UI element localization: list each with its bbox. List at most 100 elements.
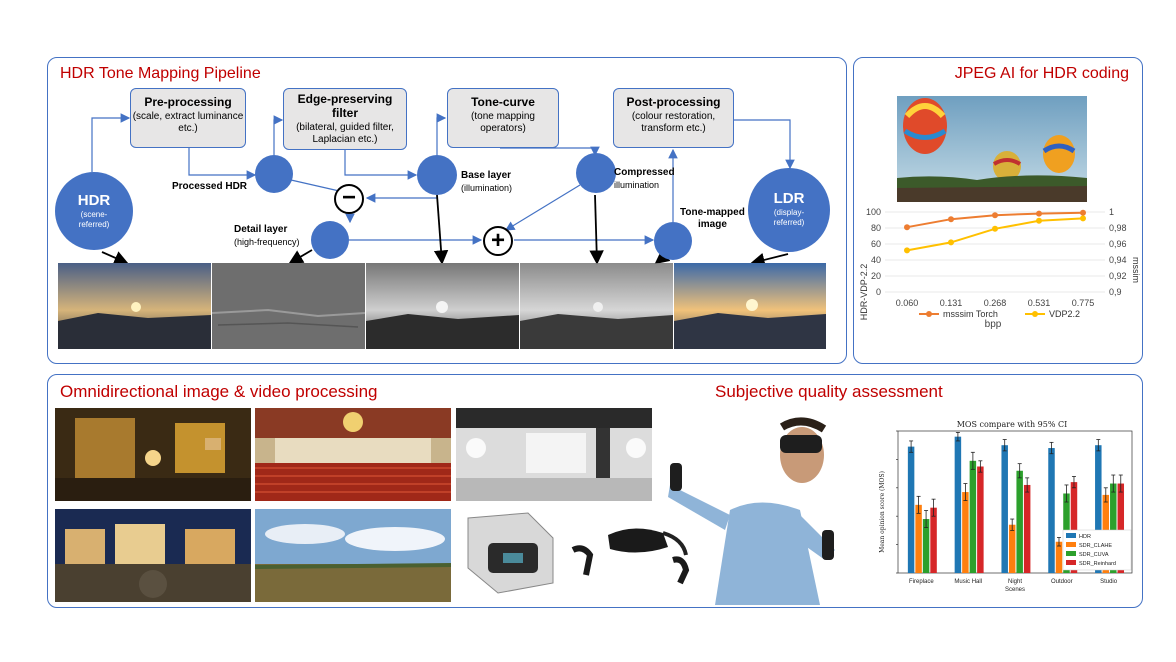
postprocessing-box: Post-processing (colour restoration, tra…	[613, 88, 734, 148]
jpeg-legend-vdp: VDP2.2	[1049, 309, 1080, 319]
jpeg-point	[948, 239, 954, 246]
ldr-node: LDR (display-referred)	[748, 168, 830, 252]
mos-category-label: Night	[1008, 579, 1022, 585]
detail-layer-title: Detail layer	[234, 224, 288, 235]
tonemapped-node	[654, 222, 692, 260]
postprocessing-title: Post-processing	[626, 95, 721, 109]
mos-chart: MOS compare with 95% CI Mean opinion sco…	[876, 417, 1136, 600]
mos-bar	[907, 446, 915, 573]
mos-legend-label: SDR_CUVA	[1079, 552, 1109, 558]
mos-category-label: Fireplace	[909, 579, 934, 585]
mos-bar	[1016, 470, 1023, 573]
base-layer-node	[417, 155, 457, 195]
mos-category-label: Scenes	[1005, 587, 1025, 593]
pipeline-image-strip	[58, 263, 826, 349]
mos-bar	[930, 507, 937, 573]
jpeg-y2tick: 1	[1109, 207, 1114, 217]
mos-bar	[1001, 445, 1008, 573]
base-layer-label: Base layer (illumination)	[461, 170, 512, 195]
jpeg-legend-msssim: msssim Torch	[943, 309, 998, 319]
plus-operator: +	[483, 226, 513, 256]
compressed-node	[576, 153, 616, 193]
tonemapped-label: Tone-mapped image	[680, 207, 745, 231]
jpeg-point	[904, 247, 910, 254]
jpeg-point	[1080, 209, 1086, 216]
jpeg-point	[1080, 215, 1086, 222]
vr-user-photo	[660, 405, 860, 605]
base-layer-title: Base layer	[461, 170, 512, 181]
mos-category-label: Music Hall	[954, 579, 982, 585]
detail-photo	[212, 263, 365, 349]
hdr-node: HDR (scene-referred)	[55, 172, 133, 250]
mos-category-label: Outdoor	[1051, 579, 1073, 585]
vr-headset-photo	[568, 515, 698, 585]
tone-curve-sub: (tone mapping operators)	[471, 111, 535, 134]
jpeg-ytick: 100	[866, 207, 881, 217]
jpeg-point	[992, 225, 998, 232]
mos-legend-label: SDR_CLAHE	[1079, 543, 1112, 549]
hdr-node-title: HDR	[77, 192, 111, 209]
compressed-sub: illumination	[614, 180, 660, 190]
mos-bar	[915, 504, 922, 573]
mos-bar	[1110, 483, 1117, 573]
jpeg-title: JPEG AI for HDR coding	[954, 65, 1129, 82]
jpeg-ytick: 20	[871, 271, 881, 281]
jpeg-point	[904, 224, 910, 231]
mos-legend-swatch	[1066, 533, 1076, 538]
mos-bar	[1023, 484, 1031, 573]
mos-bar	[922, 519, 930, 573]
mos-legend-swatch	[1066, 551, 1076, 556]
jpeg-xtick: 0.531	[1028, 298, 1051, 308]
mos-bar	[1117, 483, 1125, 573]
minus-operator: −	[334, 184, 364, 214]
omni-hall-photo	[255, 408, 451, 501]
detail-layer-sub: (high-frequency)	[234, 237, 300, 247]
jpeg-y2tick: 0,98	[1109, 223, 1127, 233]
ldr-node-title: LDR	[773, 190, 805, 207]
tone-curve-title: Tone-curve	[471, 95, 535, 109]
mos-bar	[969, 460, 977, 573]
vr-headset-box-photo	[458, 508, 558, 598]
jpeg-point	[948, 216, 954, 223]
jpeg-y2tick: 0,92	[1109, 271, 1127, 281]
jpeg-xtick: 0.268	[984, 298, 1007, 308]
edge-filter-box: Edge-preserving filter (bilateral, guide…	[283, 88, 407, 150]
edge-filter-sub: (bilateral, guided filter, Laplacian etc…	[296, 122, 394, 145]
preprocessing-box: Pre-processing (scale, extract luminance…	[130, 88, 246, 148]
compressed-label: Compressed illumination	[614, 167, 675, 192]
jpeg-y2tick: 0,94	[1109, 255, 1127, 265]
detail-layer-node	[311, 221, 349, 259]
balloon-photo	[897, 96, 1087, 202]
omni-studio-photo	[456, 408, 652, 501]
mos-legend-label: SDR_Reinhard	[1079, 561, 1116, 567]
mos-bar	[977, 466, 984, 573]
jpeg-y2tick: 0,96	[1109, 239, 1127, 249]
jpeg-ytick: 80	[871, 223, 881, 233]
compressed-title: Compressed	[614, 167, 675, 178]
jpeg-point	[1036, 210, 1042, 217]
jpeg-xtick: 0.775	[1072, 298, 1095, 308]
base-layer-sub: (illumination)	[461, 183, 513, 193]
pipeline-title: HDR Tone Mapping Pipeline	[60, 65, 261, 82]
jpeg-y2label: mssim	[1131, 257, 1141, 283]
preprocessing-sub: (scale, extract luminance etc.)	[132, 111, 244, 134]
mos-bar	[962, 492, 969, 573]
omni-night-photo	[55, 509, 251, 602]
jpeg-legend: msssim Torch VDP2.2	[919, 309, 1080, 319]
tonemapped-title: Tone-mapped	[680, 207, 745, 218]
subjective-title: Subjective quality assessment	[715, 382, 943, 401]
omni-title: Omnidirectional image & video processing	[60, 382, 378, 401]
mos-legend-swatch	[1066, 560, 1076, 565]
hdr-node-sub: (scene-referred)	[78, 210, 110, 229]
mos-bar	[954, 436, 962, 573]
detail-layer-label: Detail layer (high-frequency)	[234, 224, 300, 249]
tone-curve-box: Tone-curve (tone mapping operators)	[447, 88, 559, 148]
mos-bar	[1048, 448, 1055, 573]
mos-ylabel: Mean opinion score (MOS)	[879, 471, 886, 553]
edge-filter-title: Edge-preserving filter	[297, 92, 393, 120]
jpeg-ylabel: HDR-VDP-2.2	[859, 264, 869, 321]
jpeg-point	[992, 212, 998, 219]
jpeg-xlabel: bpp	[985, 319, 1002, 330]
jpeg-y2tick: 0,9	[1109, 287, 1122, 297]
